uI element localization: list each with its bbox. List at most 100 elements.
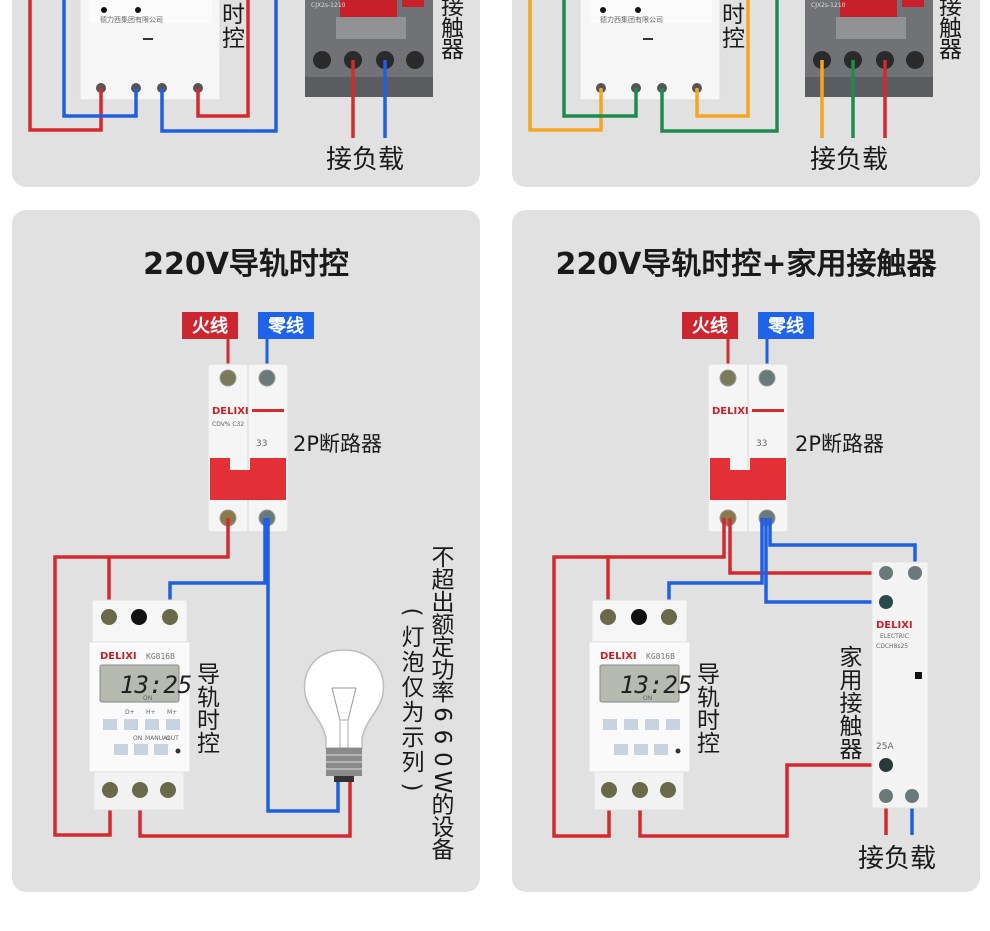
timer-label-char: 导 xyxy=(197,662,220,688)
timer-label-char: 时 xyxy=(697,708,720,734)
note-char: 0 xyxy=(429,752,455,767)
svg-text:CJX2s-1210: CJX2s-1210 xyxy=(811,2,846,9)
timer-label-char: 时 xyxy=(197,708,220,734)
rail-timer: DELIXI KG816B 13:25 ON xyxy=(588,599,692,811)
contactor-label-char: 接 xyxy=(441,0,464,20)
svg-text:D+: D+ xyxy=(125,709,135,716)
top-right-timer: 德力西集团有限公司 xyxy=(579,0,721,101)
note-char: 6 xyxy=(429,730,455,745)
svg-text:OUT: OUT xyxy=(166,735,179,742)
svg-text:DELIXI: DELIXI xyxy=(100,651,137,662)
live-tag xyxy=(182,312,238,339)
panel-title: 220V导轨时控+家用接触器 xyxy=(556,247,938,282)
light-bulb-icon xyxy=(303,649,385,782)
timer-display: 13:25 xyxy=(120,671,192,699)
wire-neutral xyxy=(62,0,138,118)
note-char: 6 xyxy=(429,707,455,722)
wire-live xyxy=(196,0,250,118)
panel-title: 220V导轨时控 xyxy=(143,247,349,282)
wire-live xyxy=(28,0,103,132)
timer-label-char: 控 xyxy=(697,731,720,757)
top-left-contactor: CJX2s-1210 xyxy=(305,0,433,97)
svg-text:ELECTRIC: ELECTRIC xyxy=(880,633,909,640)
svg-text:25A: 25A xyxy=(876,742,894,752)
note-char: 示 xyxy=(402,725,425,751)
svg-text:CDCH8s25: CDCH8s25 xyxy=(876,643,908,650)
wire-live xyxy=(138,780,352,838)
note-char: 仅 xyxy=(402,675,425,701)
rail-timer: DELIXI KG816B 13:25 ON D+ H+ M+ ON MANUA… xyxy=(88,599,192,811)
note-char: 为 xyxy=(402,700,425,726)
svg-text:CDV% C32: CDV% C32 xyxy=(212,421,244,428)
note-char: ) xyxy=(399,783,425,792)
svg-text:DELIXI: DELIXI xyxy=(876,620,913,631)
timer-label-char: 轨 xyxy=(197,685,220,711)
timer-label-char: 控 xyxy=(222,26,245,52)
timer-company-text: 德力西集团有限公司 xyxy=(600,15,663,24)
note-char: 额 xyxy=(432,613,455,639)
live-tag-text: 火线 xyxy=(192,315,228,337)
note-char: 泡 xyxy=(402,650,425,676)
timer-company-text: 德力西集团有限公司 xyxy=(100,15,163,24)
wire-green xyxy=(562,0,638,118)
svg-text:H+: H+ xyxy=(146,709,156,716)
live-tag-text: 火线 xyxy=(692,315,728,337)
neutral-tag xyxy=(758,312,814,339)
contactor-label-char: 用 xyxy=(840,668,863,694)
svg-text:DELIXI: DELIXI xyxy=(212,406,249,417)
note-char: W xyxy=(429,771,455,794)
wire-live xyxy=(552,518,726,838)
load-label: 接负载 xyxy=(326,145,404,175)
load-label: 接负载 xyxy=(858,844,936,874)
note-char: 定 xyxy=(432,635,455,661)
note-char: 率 xyxy=(432,680,455,706)
svg-text:DELIXI: DELIXI xyxy=(600,651,637,662)
svg-text:CJX2s-1210: CJX2s-1210 xyxy=(311,2,346,9)
breaker-label: 2P断路器 xyxy=(293,432,382,456)
timer-label-char: 控 xyxy=(197,731,220,757)
note-char: 功 xyxy=(432,658,455,684)
note-char: 灯 xyxy=(402,625,425,651)
contactor-label-char: 器 xyxy=(840,737,863,763)
svg-text:MANUAL: MANUAL xyxy=(145,735,171,742)
contactor-label-char: 接 xyxy=(840,691,863,717)
wire-neutral xyxy=(160,0,278,133)
timer-label-char: 时 xyxy=(722,2,745,28)
2p-breaker: DELIXI CDV% C32 33 xyxy=(207,363,289,533)
note-char: 出 xyxy=(432,590,455,616)
wire-live xyxy=(53,518,230,837)
timer-label-char: 控 xyxy=(722,26,745,52)
contactor-label-char: 接 xyxy=(939,0,962,20)
wire-green xyxy=(660,0,779,133)
svg-text:ON: ON xyxy=(133,735,142,742)
contactor-label-char: 器 xyxy=(441,37,464,63)
2p-breaker: DELIXI 33 xyxy=(707,363,789,533)
contactor-label-char: 触 xyxy=(840,714,863,740)
load-label: 接负载 xyxy=(810,145,888,175)
timer-label-char: 时 xyxy=(222,2,245,28)
top-left-timer: 德力西集团有限公司 xyxy=(79,0,221,101)
note-char: 设 xyxy=(432,815,455,841)
wire-neutral xyxy=(768,518,917,573)
timer-display: 13:25 xyxy=(620,671,692,699)
note-char: ( xyxy=(399,608,425,617)
note-char: 的 xyxy=(432,793,455,819)
note-char: 备 xyxy=(432,838,455,864)
svg-text:KG816B: KG816B xyxy=(646,652,675,661)
breaker-label: 2P断路器 xyxy=(795,432,884,456)
svg-text:DELIXI: DELIXI xyxy=(712,406,749,417)
wire-neutral xyxy=(266,518,340,813)
neutral-tag-text: 零线 xyxy=(267,315,304,337)
wire-live xyxy=(638,763,886,838)
neutral-tag-text: 零线 xyxy=(767,315,804,337)
svg-text:33: 33 xyxy=(756,439,767,449)
svg-text:KG816B: KG816B xyxy=(146,652,175,661)
top-right-contactor: CJX2s-1210 xyxy=(805,0,933,97)
contactor-label: 家用接触器 xyxy=(840,645,863,763)
contactor-label-char: 家 xyxy=(840,645,863,671)
timer-label-char: 导 xyxy=(697,662,720,688)
note-char: 列 xyxy=(402,750,425,776)
wire-neutral xyxy=(764,518,886,604)
